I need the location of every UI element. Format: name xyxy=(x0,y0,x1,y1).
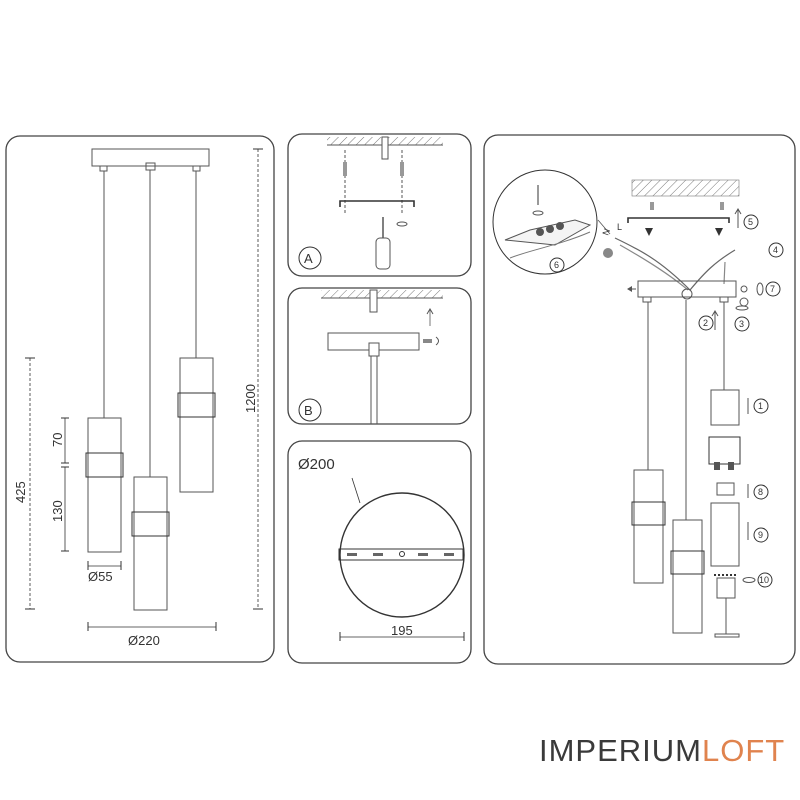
svg-text:1: 1 xyxy=(758,401,763,411)
screwdriver-icon xyxy=(375,217,391,270)
dim-plate-span: 195 xyxy=(391,623,413,638)
step-b-label: B xyxy=(304,403,313,418)
callouts: 1 2 3 4 5 6 7 8 9 10 xyxy=(549,214,784,588)
pendant-left xyxy=(85,417,124,553)
brand-part2: LOFT xyxy=(702,733,786,768)
pendant-middle xyxy=(131,476,170,611)
svg-text:10: 10 xyxy=(759,575,769,585)
dim-lower-section: 130 xyxy=(50,500,65,522)
svg-text:3: 3 xyxy=(739,319,744,329)
step-a-panel: A xyxy=(287,133,472,277)
assembly-panel: N L xyxy=(483,134,796,665)
pendant-right xyxy=(177,357,216,493)
wire-n-label: N xyxy=(600,227,612,237)
dim-glass-height: 425 xyxy=(13,481,28,503)
callout-1: 1 xyxy=(753,398,769,414)
mounting-plate-panel: Ø200 195 xyxy=(287,440,472,664)
callout-5: 5 xyxy=(743,214,759,230)
svg-text:7: 7 xyxy=(770,284,775,294)
svg-text:8: 8 xyxy=(758,487,763,497)
callout-6: 6 xyxy=(549,257,565,273)
brand-logo: IMPERIUMLOFT xyxy=(539,733,785,769)
terminal-block-detail xyxy=(492,169,611,275)
dim-shade-diameter: Ø55 xyxy=(88,569,113,584)
dim-top-ring: 70 xyxy=(50,433,65,447)
dim-total-height: 1200 xyxy=(243,384,258,413)
callout-4: 4 xyxy=(768,242,784,258)
brand-part1: IMPERIUM xyxy=(539,733,702,768)
step-b-panel: B xyxy=(287,287,472,425)
step-a-label: A xyxy=(304,251,313,266)
svg-text:2: 2 xyxy=(703,318,708,328)
callout-3: 3 xyxy=(734,316,750,332)
canopy-assembly xyxy=(637,280,737,298)
callout-8: 8 xyxy=(753,484,769,500)
callout-10: 10 xyxy=(757,572,773,588)
callout-9: 9 xyxy=(753,527,769,543)
svg-text:4: 4 xyxy=(773,245,778,255)
svg-text:9: 9 xyxy=(758,530,763,540)
callout-2: 2 xyxy=(698,315,714,331)
canopy xyxy=(91,148,210,167)
svg-text:5: 5 xyxy=(748,217,753,227)
dim-plate-diameter: Ø200 xyxy=(298,456,335,473)
wire-l-label: L xyxy=(617,222,622,232)
dimensions-panel: 1200 425 70 130 Ø55 Ø220 xyxy=(5,135,275,663)
callout-7: 7 xyxy=(765,281,781,297)
svg-text:6: 6 xyxy=(554,260,559,270)
dim-canopy-width: Ø220 xyxy=(128,633,160,648)
